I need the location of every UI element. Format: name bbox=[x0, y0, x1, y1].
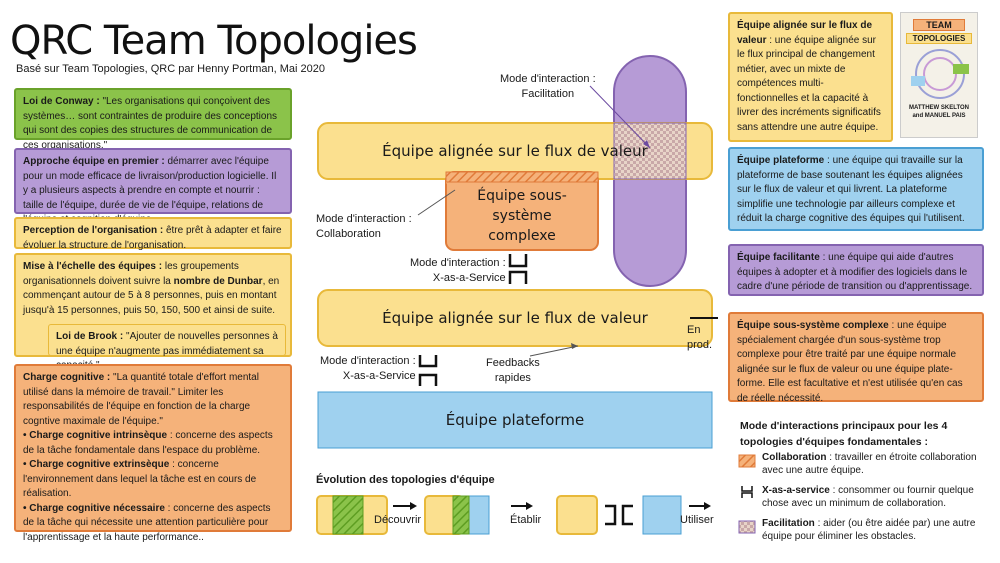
conway-title: Loi de Conway : bbox=[23, 96, 100, 107]
legend-icons bbox=[738, 454, 756, 534]
intrinsic-text: : concerne des aspects de la tâche fonda… bbox=[23, 430, 273, 456]
page-title: QRC Team Topologies bbox=[10, 18, 418, 64]
extrinsic-text: : concerne l'environnement dans lequel l… bbox=[23, 459, 257, 499]
facilitation-overlap bbox=[613, 122, 687, 180]
subsystem-def-text: : une équipe spécialement chargée d'un s… bbox=[737, 320, 963, 404]
scaling-text-1: les groupements organisationnels doivent… bbox=[23, 261, 239, 287]
platform-def-text: : une équipe qui travaille sur la platef… bbox=[737, 155, 965, 224]
subsystem-def-title: Équipe sous-système complexe bbox=[737, 320, 889, 331]
book-cover-art bbox=[911, 49, 969, 99]
org-perception-box: Perception de l'organisation : être prêt… bbox=[14, 217, 292, 251]
book-title-line1: TEAM bbox=[913, 19, 965, 31]
brook-title: Loi de Brook : bbox=[56, 331, 124, 342]
cognitive-load-intro: "La quantité totale d'effort mental util… bbox=[23, 372, 259, 427]
legend-facil-text: : aider (ou être aidée par) une autre éq… bbox=[762, 518, 976, 542]
intrinsic-title: • Charge cognitive intrinsèque bbox=[23, 430, 168, 441]
legend-facilitation: Facilitation : aider (ou être aidée par)… bbox=[762, 517, 990, 543]
legend-facil-title: Facilitation bbox=[762, 518, 815, 529]
team-first-box: Approche équipe en premier : démarrer av… bbox=[14, 148, 292, 225]
subsystem-def-box: Équipe sous-système complexe : une équip… bbox=[728, 312, 984, 404]
germane-title: • Charge cognitive nécessaire bbox=[23, 502, 165, 514]
subsystem-team: Équipe sous-système complexe bbox=[477, 188, 567, 244]
brook-law-box: Loi de Brook : "Ajouter de nouvelles per… bbox=[48, 324, 286, 371]
stream-team-2: Équipe alignée sur le flux de valeur bbox=[382, 309, 648, 327]
xaas-legend-icon bbox=[741, 486, 753, 498]
collaboration-mode-label: Mode d'interaction : Collaboration bbox=[316, 213, 412, 240]
stream-aligned-def-box: Équipe alignée sur le flux de valeur : u… bbox=[728, 12, 893, 142]
extrinsic-title: • Charge cognitive extrinsèque bbox=[23, 459, 170, 470]
legend-collab-title: Collaboration bbox=[762, 452, 827, 463]
feedback-label: Feedbacks rapides bbox=[486, 357, 540, 384]
conway-text: "Les organisations qui conçoivent des sy… bbox=[23, 96, 278, 151]
en-prod-label: En prod. bbox=[687, 324, 713, 351]
xaas-mode-label-2: Mode d'interaction : X-as-a-Service bbox=[320, 355, 416, 382]
facilitation-legend-icon bbox=[738, 520, 756, 534]
evolution-title: Évolution des topologies d'équipe bbox=[316, 474, 495, 486]
decouvrir-label: Découvrir bbox=[374, 514, 422, 526]
page-subtitle: Basé sur Team Topologies, QRC par Henny … bbox=[16, 63, 325, 75]
etablir-label: Établir bbox=[510, 514, 542, 526]
legend-collab-text: : travailler en étroite collaboration av… bbox=[762, 452, 977, 476]
conway-law-box: Loi de Conway : "Les organisations qui c… bbox=[14, 88, 292, 151]
enabling-def-text: : une équipe qui aide d'autres équipes à… bbox=[737, 252, 973, 292]
legend-xaas-text: : consommer ou fournir quelque chose ave… bbox=[762, 485, 974, 509]
topology-diagram bbox=[317, 55, 718, 449]
germane-text: : concerne des aspects de la tâche qui n… bbox=[23, 502, 271, 543]
enabling-def-title: Équipe facilitante bbox=[737, 252, 820, 263]
stream-aligned-def-title: Équipe alignée sur le flux de valeur bbox=[737, 20, 873, 46]
book-authors: MATTHEW SKELTON and MANUEL PAIS bbox=[909, 105, 969, 119]
utiliser-label: Utiliser bbox=[680, 514, 714, 526]
legend-xaas-title: X-as-a-service bbox=[762, 485, 830, 496]
platform-def-title: Équipe plateforme bbox=[737, 155, 825, 166]
org-perception-title: Perception de l'organisation : bbox=[23, 225, 164, 236]
dunbar-number: nombre de Dunbar bbox=[173, 275, 263, 287]
platform-team: Équipe plateforme bbox=[445, 411, 585, 429]
platform-team-shape bbox=[317, 391, 713, 449]
team-first-title: Approche équipe en premier : bbox=[23, 156, 165, 167]
scaling-text-2: , en commençant autour de 5 à 8 personne… bbox=[23, 275, 280, 316]
legend-collaboration: Collaboration : travailler en étroite co… bbox=[762, 451, 990, 477]
legend-xaas: X-as-a-service : consommer ou fournir qu… bbox=[762, 484, 990, 510]
cognitive-load-title: Charge cognitive : bbox=[23, 372, 111, 383]
cognitive-load-box: Charge cognitive : "La quantité totale d… bbox=[14, 364, 292, 543]
scaling-title: Mise à l'échelle des équipes : bbox=[23, 261, 163, 272]
collaboration-legend-icon bbox=[738, 454, 756, 468]
org-perception-text: être prêt à adapter et faire évoluer la … bbox=[23, 225, 282, 251]
platform-def-box: Équipe plateforme : une équipe qui trava… bbox=[728, 147, 984, 231]
legend-title: Mode d'interactions principaux pour les … bbox=[740, 420, 948, 448]
evolution-diagram bbox=[316, 495, 711, 535]
stream-team-1: Équipe alignée sur le flux de valeur bbox=[382, 142, 648, 160]
stream-aligned-def-text: : une équipe alignée sur le flux princip… bbox=[737, 34, 881, 133]
xaas-mode-label-1: Mode d'interaction : X-as-a-Service bbox=[410, 257, 506, 284]
book-title-line2: TOPOLOGIES bbox=[906, 33, 972, 44]
book-cover-image: TEAM TOPOLOGIES MATTHEW SKELTON and MANU… bbox=[900, 12, 978, 138]
enabling-def-box: Équipe facilitante : une équipe qui aide… bbox=[728, 244, 984, 296]
facilitation-mode-label: Mode d'interaction : Facilitation bbox=[500, 73, 596, 100]
